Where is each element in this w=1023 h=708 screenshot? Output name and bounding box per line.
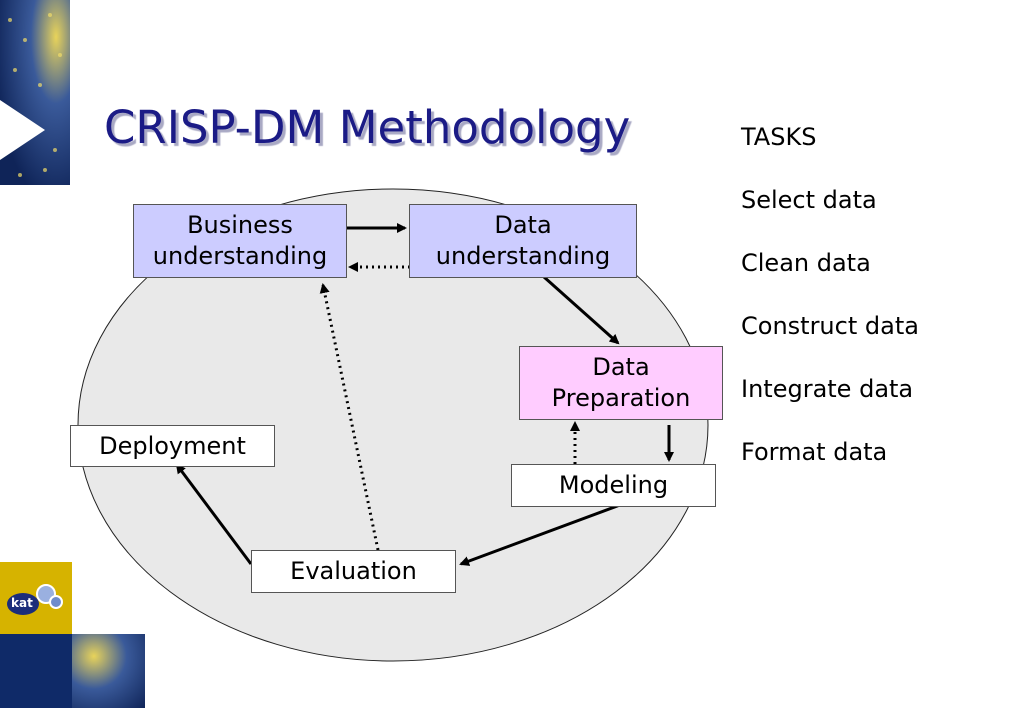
- decor-blue-panel: [0, 634, 72, 708]
- slide-title: CRISP-DM Methodology: [104, 101, 631, 154]
- node-deployment: Deployment: [70, 425, 275, 467]
- corner-decoration-bottom: kat: [0, 562, 145, 708]
- arrow-data-understanding-to-preparation: [543, 275, 620, 345]
- kat-logo-icon: [7, 584, 63, 615]
- task-item: Format data: [741, 438, 888, 466]
- node-label: Deployment: [99, 431, 246, 460]
- arrow-evaluation-to-deployment: [175, 463, 253, 565]
- tasks-list: TASKS Select data Clean data Construct d…: [741, 106, 919, 484]
- node-label: Evaluation: [290, 557, 417, 585]
- node-label: Data Preparation: [551, 353, 691, 412]
- node-label: Business understanding: [152, 211, 328, 270]
- task-item: Integrate data: [741, 375, 914, 403]
- node-data-preparation: Data Preparation: [519, 346, 723, 420]
- task-item: Clean data: [741, 249, 871, 277]
- tasks-heading: TASKS: [741, 123, 817, 151]
- node-business-understanding: Business understanding: [133, 204, 347, 278]
- arrow-modeling-to-evaluation: [459, 503, 621, 566]
- node-modeling: Modeling: [511, 464, 716, 507]
- task-item: Select data: [741, 186, 877, 214]
- decor-sunflower-panel: [72, 634, 145, 708]
- node-evaluation: Evaluation: [251, 550, 456, 593]
- logo-text: kat: [11, 596, 33, 610]
- node-data-understanding: Data understanding: [409, 204, 637, 278]
- task-item: Construct data: [741, 312, 919, 340]
- corner-decoration-top: [0, 0, 70, 185]
- node-label: Data understanding: [435, 211, 611, 270]
- node-label: Modeling: [558, 471, 669, 499]
- sunflower-pattern-icon: [0, 0, 70, 185]
